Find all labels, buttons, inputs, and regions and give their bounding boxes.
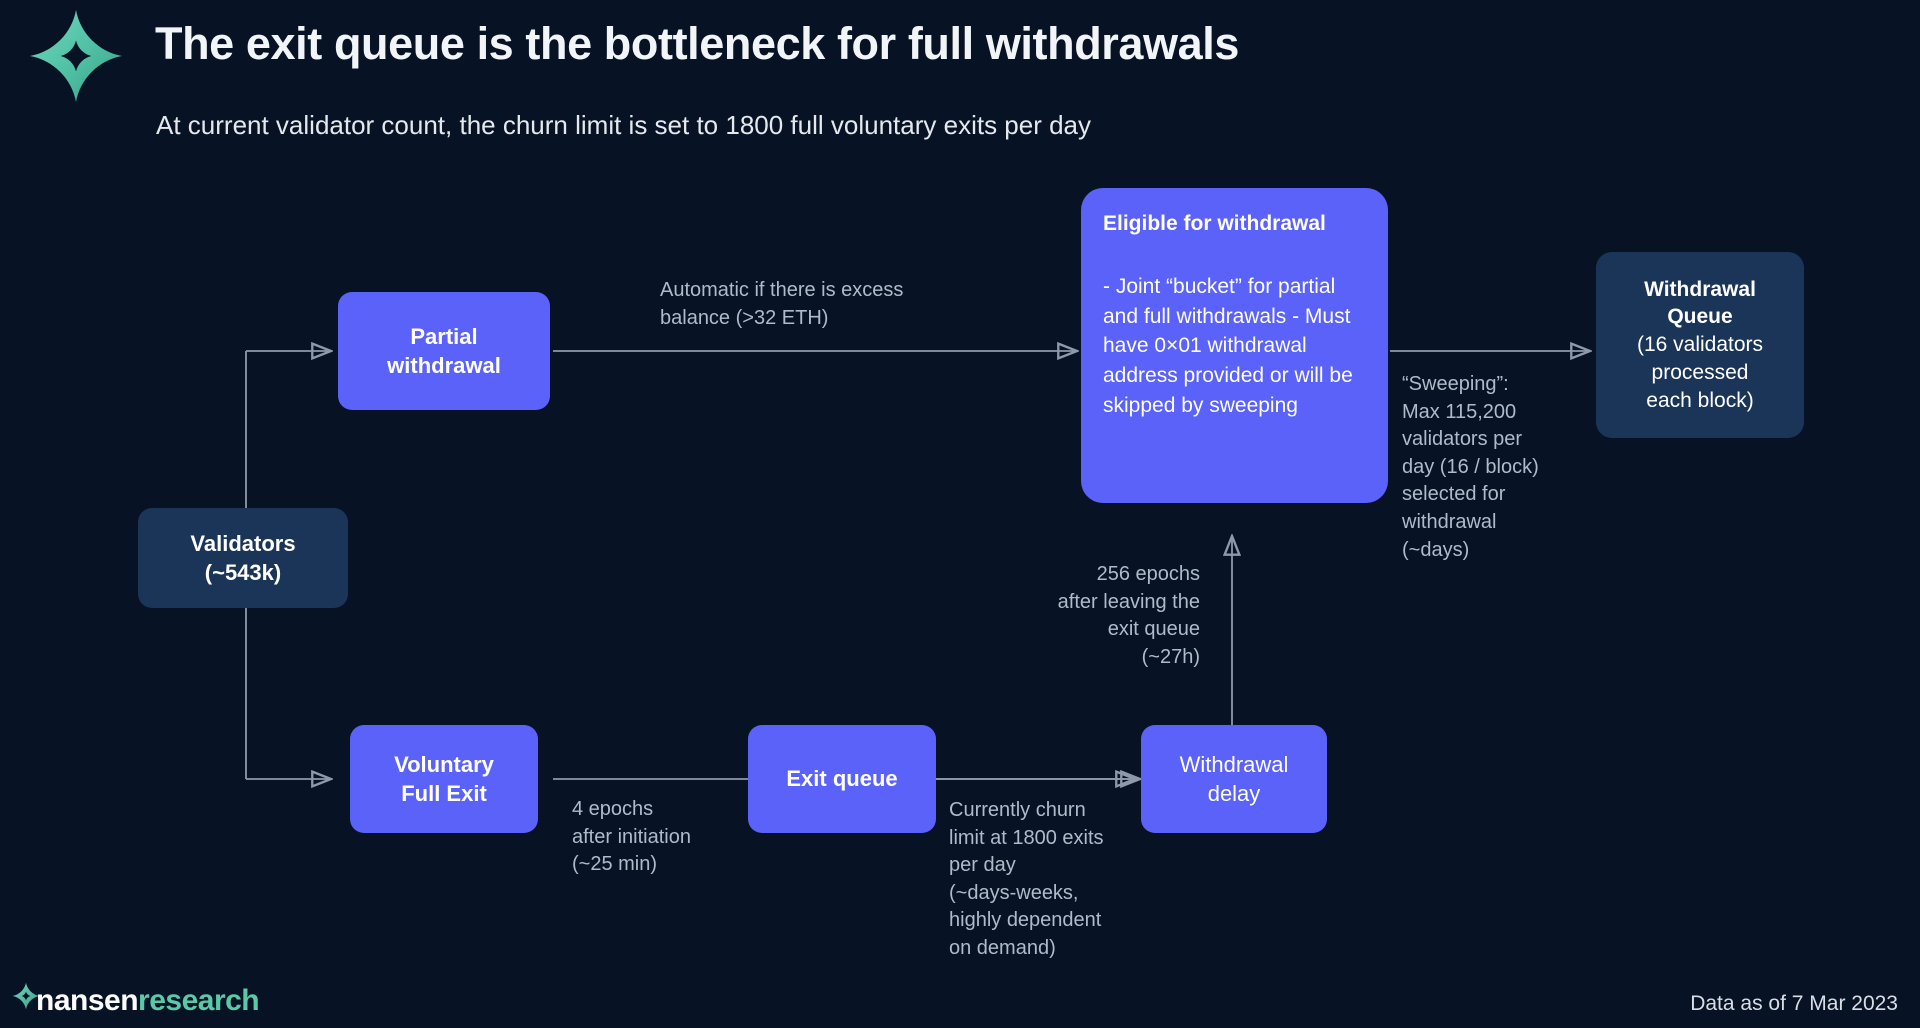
eligible-for-withdrawal-title: Eligible for withdrawal xyxy=(1103,212,1326,235)
eligible-for-withdrawal-body: - Joint “bucket” for partial and full wi… xyxy=(1103,274,1353,417)
edge-label-automatic-excess-balance: Automatic if there is excess balance (>3… xyxy=(660,279,904,329)
data-as-of-note: Data as of 7 Mar 2023 xyxy=(1690,992,1898,1015)
validators-node-line-1: Validators xyxy=(190,530,296,556)
withdrawal-queue-node-line-3: (16 validators xyxy=(1636,333,1764,357)
edge-label-churn-limit: Currently churn limit at 1800 exits per … xyxy=(949,799,1104,959)
wordmark-nansen: nansen xyxy=(36,984,139,1017)
page-subtitle: At current validator count, the churn li… xyxy=(156,110,1092,140)
edge-label-256-epochs: 256 epochs after leaving the exit queue … xyxy=(1057,563,1200,668)
eligible-for-withdrawal-node[interactable]: Eligible for withdrawal - Joint “bucket”… xyxy=(1081,188,1388,503)
exit-queue-node-line-1: Exit queue xyxy=(786,766,898,792)
page-title: The exit queue is the bottleneck for ful… xyxy=(155,18,1239,69)
withdrawal-queue-node-line-2: Queue xyxy=(1667,305,1733,329)
exit-queue-node[interactable]: Exit queue xyxy=(748,725,936,833)
nansen-research-wordmark: nansenresearch xyxy=(36,984,260,1018)
withdrawal-queue-node[interactable]: Withdrawal Queue (16 validators processe… xyxy=(1596,252,1804,438)
voluntary-full-exit-node[interactable]: Voluntary Full Exit xyxy=(350,725,538,833)
nansen-star-icon xyxy=(12,982,40,1010)
voluntary-full-exit-node-line-2: Full Exit xyxy=(401,781,487,806)
voluntary-full-exit-node-line-1: Voluntary xyxy=(394,751,494,777)
withdrawal-delay-node[interactable]: Withdrawal delay xyxy=(1141,725,1327,833)
validators-node-line-2: (~543k) xyxy=(204,560,282,585)
withdrawal-delay-node-line-1: Withdrawal xyxy=(1179,751,1289,777)
edge-label-sweeping: “Sweeping”: Max 115,200 validators per d… xyxy=(1402,373,1539,561)
partial-withdrawal-node-line-1: Partial xyxy=(410,323,478,349)
partial-withdrawal-node[interactable]: Partial withdrawal xyxy=(338,292,550,410)
edge-label-4-epochs: 4 epochs after initiation (~25 min) xyxy=(572,798,691,876)
wordmark-research: research xyxy=(138,984,260,1017)
validators-node[interactable]: Validators (~543k) xyxy=(138,508,348,608)
partial-withdrawal-node-line-2: withdrawal xyxy=(387,353,501,378)
withdrawal-queue-node-line-4: processed xyxy=(1651,360,1749,384)
withdrawal-queue-node-line-5: each block) xyxy=(1646,388,1754,412)
nansen-star-icon xyxy=(29,9,123,103)
withdrawal-queue-node-line-1: Withdrawal xyxy=(1644,277,1756,301)
withdrawal-delay-node-line-2: delay xyxy=(1207,781,1261,806)
